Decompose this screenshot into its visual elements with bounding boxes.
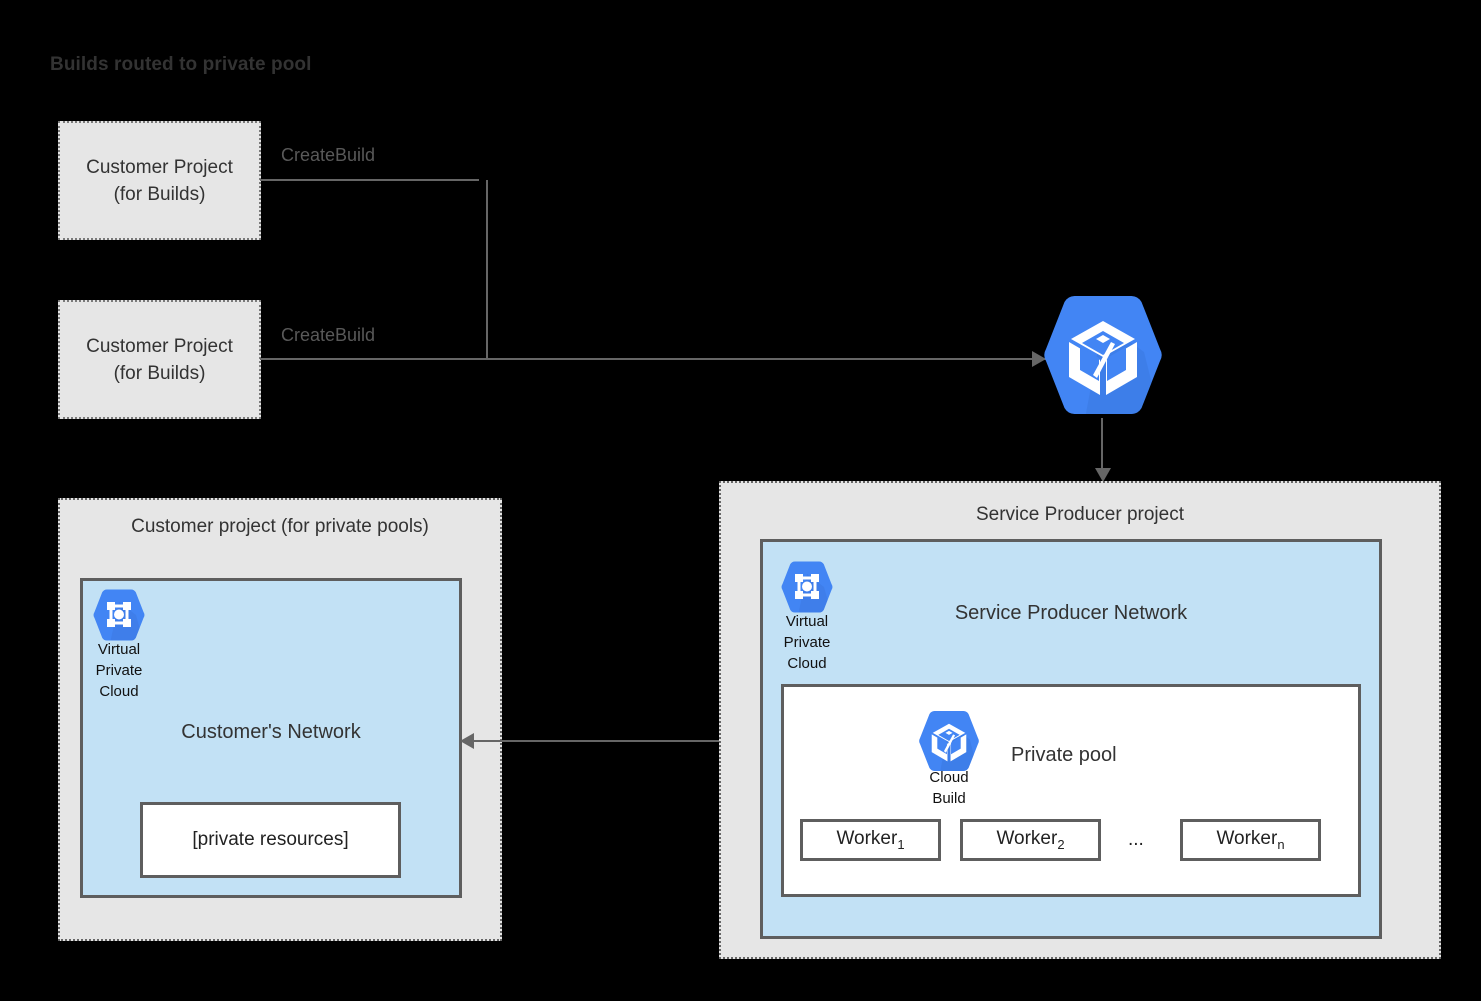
- edge-label-createbuild-1: CreateBuild: [281, 145, 376, 165]
- cloud-build-caption-line1: Cloud: [929, 769, 969, 786]
- workers-ellipsis: ...: [1128, 829, 1144, 850]
- customers-network-title: Customer's Network: [181, 721, 361, 743]
- cloud-build-caption-line2: Build: [932, 790, 966, 807]
- customer-build-project-2: Customer Project (for Builds): [58, 300, 261, 419]
- private-resources-box: [private resources]: [140, 802, 401, 878]
- customer-build-project-1-line1: Customer Project: [86, 156, 233, 178]
- worker-box-1: Worker1: [800, 819, 941, 861]
- vpc-caption-left: Virtual Private Cloud: [83, 639, 155, 702]
- worker-n-name: Worker: [1216, 828, 1278, 850]
- service-producer-project-title: Service Producer project: [975, 504, 1185, 525]
- virtual-private-cloud-icon: [93, 588, 145, 642]
- customer-build-project-2-line1: Customer Project: [86, 335, 233, 357]
- connector-1-vertical: [486, 180, 488, 359]
- private-resources-label: [private resources]: [192, 829, 349, 850]
- network-peering-line: [472, 740, 756, 742]
- worker-1-name: Worker: [836, 828, 898, 850]
- worker-2-index: 2: [1057, 836, 1065, 852]
- worker-box-n: Workern: [1180, 819, 1321, 861]
- cloud-build-icon-private-pool: [919, 710, 979, 772]
- arrowhead-to-cloud-build: [1032, 351, 1046, 367]
- customer-private-pools-project-title: Customer project (for private pools): [131, 516, 429, 537]
- vpc-caption-right: Virtual Private Cloud: [771, 611, 843, 674]
- worker-1-index: 1: [897, 836, 905, 852]
- customer-build-project-1: Customer Project (for Builds): [58, 121, 261, 240]
- connector-cloud-build-to-producer: [1101, 418, 1103, 470]
- worker-box-2: Worker2: [960, 819, 1101, 861]
- page-title: Builds routed to private pool: [50, 54, 312, 75]
- customer-build-project-1-line2: (for Builds): [113, 183, 206, 205]
- vpc-caption-left-line3: Cloud: [99, 683, 139, 700]
- worker-2-name: Worker: [996, 828, 1058, 850]
- connector-1-horizontal: [260, 179, 479, 181]
- vpc-caption-right-line3: Cloud: [787, 655, 827, 672]
- cloud-build-icon: [1044, 294, 1162, 416]
- vpc-caption-left-line1: Virtual: [97, 641, 141, 658]
- private-pool-box: [781, 684, 1361, 897]
- vpc-caption-right-line1: Virtual: [785, 613, 829, 630]
- arrowhead-to-service-producer: [1095, 468, 1111, 482]
- connector-2-horizontal: [260, 358, 1048, 360]
- service-producer-network-title: Service Producer Network: [954, 602, 1188, 624]
- cloud-build-caption: Cloud Build: [913, 767, 985, 809]
- virtual-private-cloud-icon-right: [781, 560, 833, 614]
- vpc-caption-right-line2: Private: [783, 634, 831, 651]
- edge-label-createbuild-2: CreateBuild: [281, 325, 376, 345]
- vpc-caption-left-line2: Private: [95, 662, 143, 679]
- arrowhead-peering-left: [460, 733, 474, 749]
- private-pool-label: Private pool: [1011, 744, 1117, 766]
- worker-n-index: n: [1277, 836, 1285, 852]
- customer-build-project-2-line2: (for Builds): [113, 362, 206, 384]
